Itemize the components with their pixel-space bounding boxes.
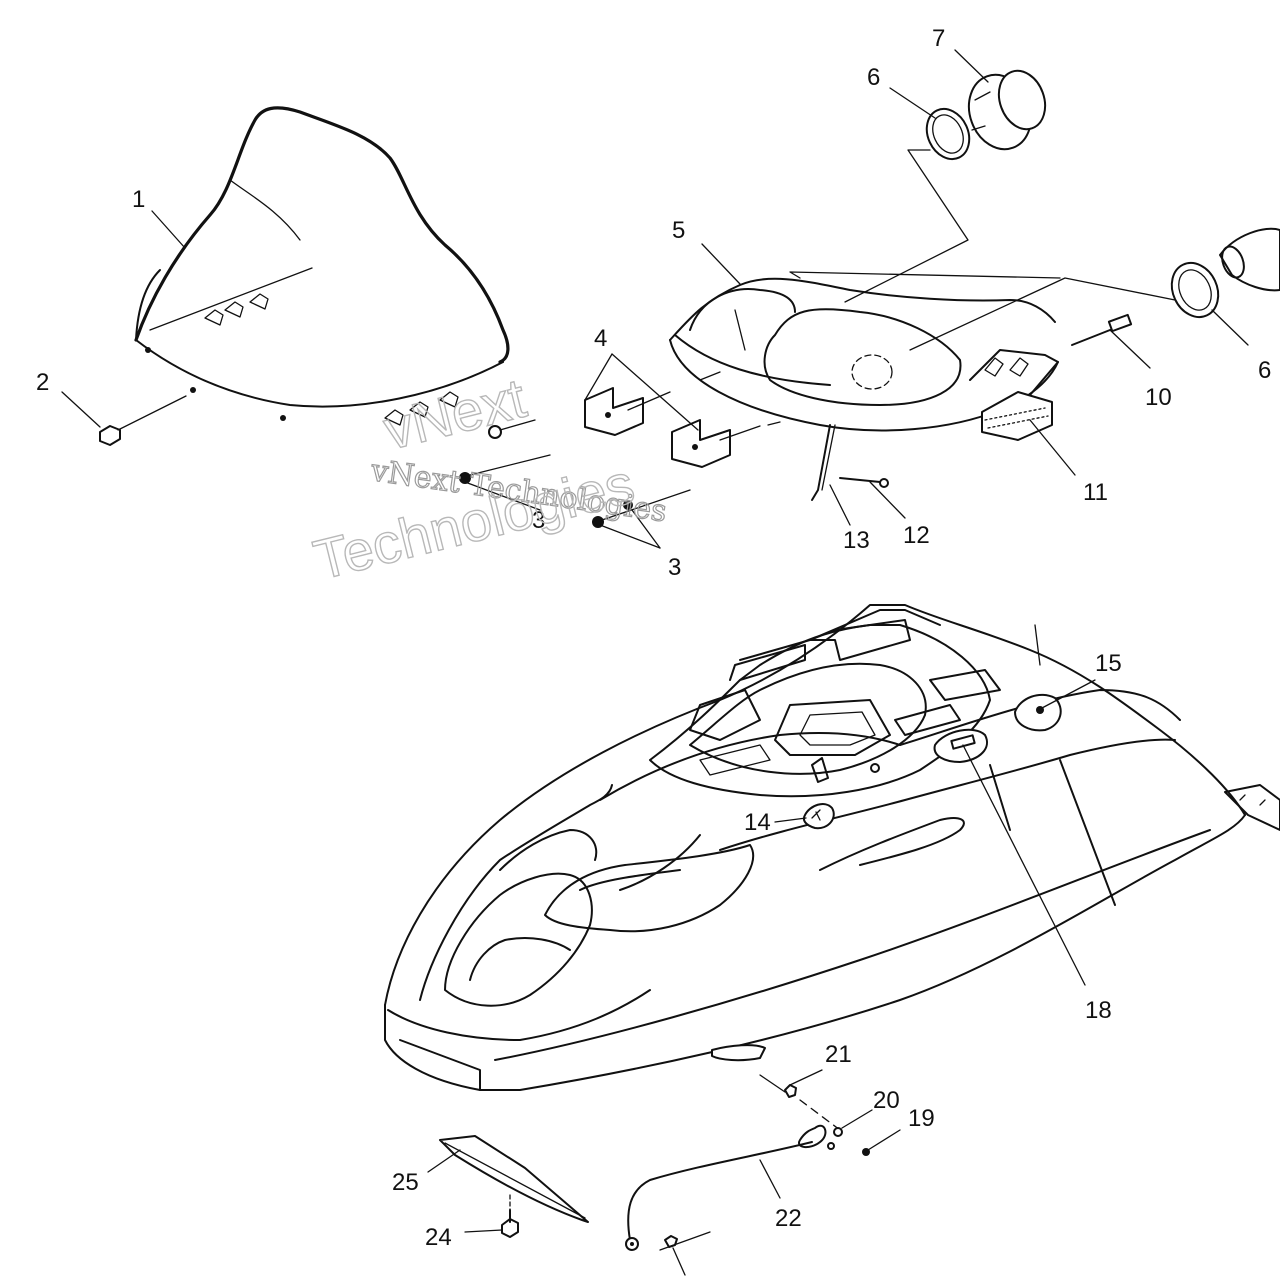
screw-part-12 [839, 477, 889, 488]
callout-11: 11 [1083, 479, 1108, 506]
watermark: vNext Technologies vNext Technologies [307, 365, 670, 592]
callout-6-right: 6 [1258, 357, 1271, 384]
nut-part-3 [459, 419, 691, 549]
callout-10: 10 [1145, 384, 1172, 411]
harness-part-10 [1071, 313, 1133, 346]
callout-24: 24 [425, 1224, 452, 1251]
callout-6-top: 6 [867, 64, 880, 91]
hood-body [384, 604, 1246, 1091]
leader-14 [774, 817, 807, 823]
leader-24 [464, 1229, 503, 1233]
callout-3-left: 3 [532, 507, 545, 534]
callout-14: 14 [744, 809, 771, 836]
callout-2: 2 [36, 369, 49, 396]
leader-10 [1109, 329, 1151, 369]
plate-part-25 [439, 1135, 589, 1223]
leader-25 [427, 1149, 461, 1173]
latch-part-18 [933, 728, 1280, 831]
gauge-leader-top [844, 149, 969, 303]
callout-21: 21 [825, 1041, 852, 1068]
bezel-part-6-top [925, 107, 971, 161]
callout-18: 18 [1085, 997, 1112, 1024]
screw-part-24 [501, 1194, 519, 1238]
screw-part-2 [99, 395, 187, 446]
callout-12: 12 [903, 522, 930, 549]
leader-7 [954, 49, 989, 83]
gauge-leader-right [909, 277, 1176, 351]
leader-19 [867, 1129, 901, 1151]
windshield-part [134, 106, 510, 426]
leader-2 [61, 391, 101, 428]
leader-21 [789, 1069, 823, 1086]
leader-6-top [889, 87, 936, 119]
leader-12 [869, 481, 906, 519]
bracket-part-4 [584, 353, 761, 468]
leader-1 [151, 210, 186, 249]
leader-13 [829, 484, 851, 526]
callout-15: 15 [1095, 650, 1122, 677]
grommet-part-14 [802, 803, 835, 830]
callout-5: 5 [672, 217, 685, 244]
hardware-parts-19-22 [625, 1074, 870, 1276]
callout-1: 1 [132, 186, 145, 213]
callout-4: 4 [594, 325, 607, 352]
foam-part-11 [981, 391, 1053, 441]
callout-19: 19 [908, 1105, 935, 1132]
leader-11 [1029, 419, 1076, 476]
bezel-part-6-right [1170, 227, 1280, 319]
leader-22 [759, 1159, 781, 1199]
leader-20 [841, 1109, 873, 1129]
callout-7: 7 [932, 25, 945, 52]
strap-part-13 [811, 424, 836, 501]
gauge-part-7 [967, 69, 1047, 151]
callout-13: 13 [843, 527, 870, 554]
grommet-part-15 [1014, 693, 1062, 732]
callout-22: 22 [775, 1205, 802, 1232]
leader-15 [1041, 679, 1096, 709]
callout-25: 25 [392, 1169, 419, 1196]
leader-6-right [1211, 309, 1249, 346]
callout-3-right: 3 [668, 554, 681, 581]
watermark-text-2: vNext [378, 366, 533, 462]
leader-5 [701, 243, 741, 285]
callout-20: 20 [873, 1087, 900, 1114]
leader-18 [962, 744, 1086, 986]
